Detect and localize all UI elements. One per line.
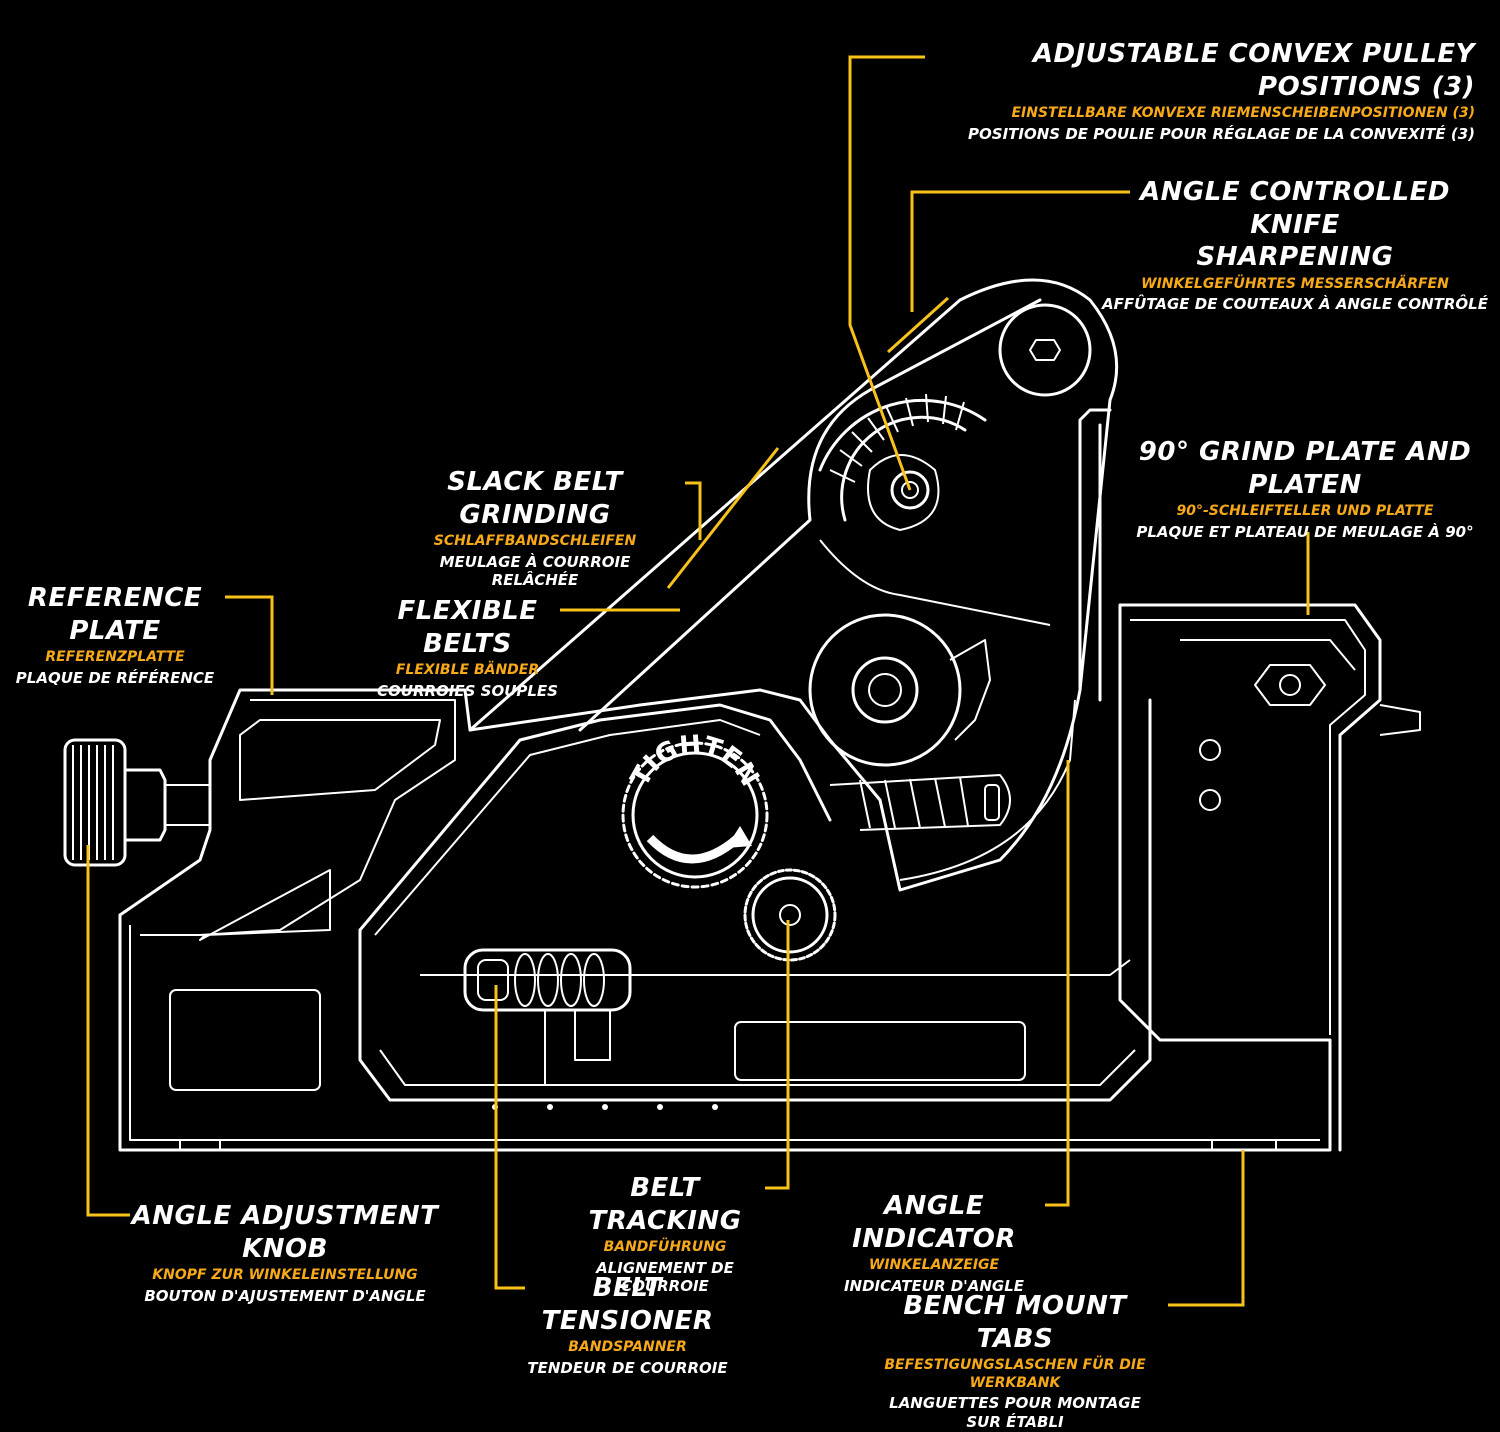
callout-de: WINKELANZEIGE (868, 1257, 1000, 1273)
callout-fr: TENDEUR DE COURROIE (527, 1358, 728, 1377)
callout-en: BENCH MOUNT TABS (903, 1291, 1127, 1354)
callout-de: WINKELGEFÜHRTES MESSERSCHÄRFEN (1141, 275, 1449, 292)
leader-belt-tracking (765, 920, 790, 1190)
callout-reference-plate: REFERENCE PLATE REFERENZPLATTE PLAQUE DE… (5, 582, 225, 687)
callout-en: SHARPENING (1196, 242, 1394, 272)
callout-de: REFERENZPLATTE (45, 649, 185, 665)
callout-en: SLACK BELT GRINDING (447, 467, 623, 530)
callout-en: ANGLE CONTROLLED KNIFE (1140, 177, 1450, 240)
callout-en: ADJUSTABLE CONVEX PULLEY POSITIONS (3) (1032, 39, 1475, 102)
worm-threads (859, 776, 969, 829)
leader-angle-knob (86, 845, 130, 1217)
bracket-angle-controlled (886, 296, 950, 354)
leader-belt-tensioner (494, 985, 525, 1290)
callout-fr: LANGUETTES POUR MONTAGE SUR ÉTABLI (889, 1394, 1141, 1431)
callout-de: EINSTELLBARE KONVEXE RIEMENSCHEIBENPOSIT… (1011, 105, 1475, 121)
callout-en: FLEXIBLE BELTS (397, 596, 538, 659)
belt-tracking-knob-drawing (743, 868, 837, 962)
callout-fr: MEULAGE À COURROIE RELÂCHÉE (439, 552, 631, 590)
sharpener-body (118, 408, 1421, 1152)
callout-flexible-belts: FLEXIBLE BELTS FLEXIBLE BÄNDER COURROIES… (360, 595, 575, 700)
callout-belt-tracking: BELT TRACKING BANDFÜHRUNG ALIGNEMENT DE … (565, 1172, 765, 1296)
leader-slack-belt (685, 481, 702, 540)
leader-angle-indicator (1045, 760, 1070, 1207)
callout-fr: POSITIONS DE POULIE POUR RÉGLAGE DE LA C… (968, 124, 1475, 143)
callout-fr: ALIGNEMENT DE COURROIE (596, 1258, 734, 1296)
callout-en: BELT TRACKING (588, 1173, 742, 1236)
callout-de: FLEXIBLE BÄNDER (395, 662, 540, 678)
callout-fr: PLAQUE DE RÉFÉRENCE (15, 668, 215, 687)
callout-fr: BOUTON D'AJUSTEMENT D'ANGLE (144, 1286, 426, 1305)
callout-fr: INDICATEUR D'ANGLE (843, 1276, 1025, 1295)
callout-adjustable-convex-pulley: ADJUSTABLE CONVEX PULLEY POSITIONS (3) E… (880, 38, 1475, 143)
callout-de: BANDSPANNER (568, 1339, 687, 1355)
callout-de: KNOPF ZUR WINKELEINSTELLUNG (152, 1267, 418, 1283)
leader-reference-plate (225, 595, 274, 695)
callout-en: BELT TENSIONER (541, 1273, 714, 1336)
callout-en: 90° GRIND PLATE AND PLATEN (1138, 437, 1472, 500)
leader-lines (86, 55, 1310, 1307)
callout-angle-indicator: ANGLE INDICATOR WINKELANZEIGE INDICATEUR… (828, 1190, 1040, 1295)
callout-angle-controlled-sharpening: ANGLE CONTROLLED KNIFE SHARPENING WINKEL… (1100, 176, 1490, 314)
callout-angle-adjustment-knob: ANGLE ADJUSTMENT KNOB KNOPF ZUR WINKELEI… (130, 1200, 440, 1305)
callout-en: REFERENCE PLATE (27, 583, 203, 646)
callout-bench-mount-tabs: BENCH MOUNT TABS BEFESTIGUNGSLASCHEN FÜR… (870, 1290, 1160, 1432)
belt-tensioner-drawing (463, 948, 718, 1110)
callout-de: 90°-SCHLEIFTELLER UND PLATTE (1176, 503, 1434, 519)
callout-belt-tensioner: BELT TENSIONER BANDSPANNER TENDEUR DE CO… (525, 1272, 730, 1377)
angle-adjustment-knob-drawing (63, 738, 210, 867)
callout-grind-plate-platen: 90° GRIND PLATE AND PLATEN 90°-SCHLEIFTE… (1120, 436, 1490, 541)
sharpener-diagram: TIGHTEN (63, 55, 1421, 1307)
callout-en: ANGLE ADJUSTMENT KNOB (131, 1201, 439, 1264)
leader-angle-controlled (910, 190, 1130, 312)
callout-en: ANGLE INDICATOR (852, 1191, 1016, 1254)
leader-bench-tabs (1168, 1150, 1245, 1307)
callout-fr: PLAQUE ET PLATEAU DE MEULAGE À 90° (1136, 522, 1474, 541)
callout-de: SCHLAFFBANDSCHLEIFEN (433, 533, 637, 549)
callout-slack-belt-grinding: SLACK BELT GRINDING SCHLAFFBANDSCHLEIFEN… (395, 466, 675, 590)
tighten-dial: TIGHTEN (621, 730, 769, 889)
callout-de: BANDFÜHRUNG (603, 1239, 727, 1255)
bracket-slack-belt (666, 447, 780, 589)
sharpener-arm (468, 278, 1119, 892)
callout-fr: AFFÛTAGE DE COUTEAUX À ANGLE CONTRÔLÉ (1102, 295, 1488, 313)
pulley-ribs (829, 393, 965, 483)
leader-pulley (848, 55, 925, 491)
callout-de: BEFESTIGUNGSLASCHEN FÜR DIE WERKBANK (884, 1357, 1146, 1391)
callout-fr: COURROIES SOUPLES (377, 681, 558, 700)
